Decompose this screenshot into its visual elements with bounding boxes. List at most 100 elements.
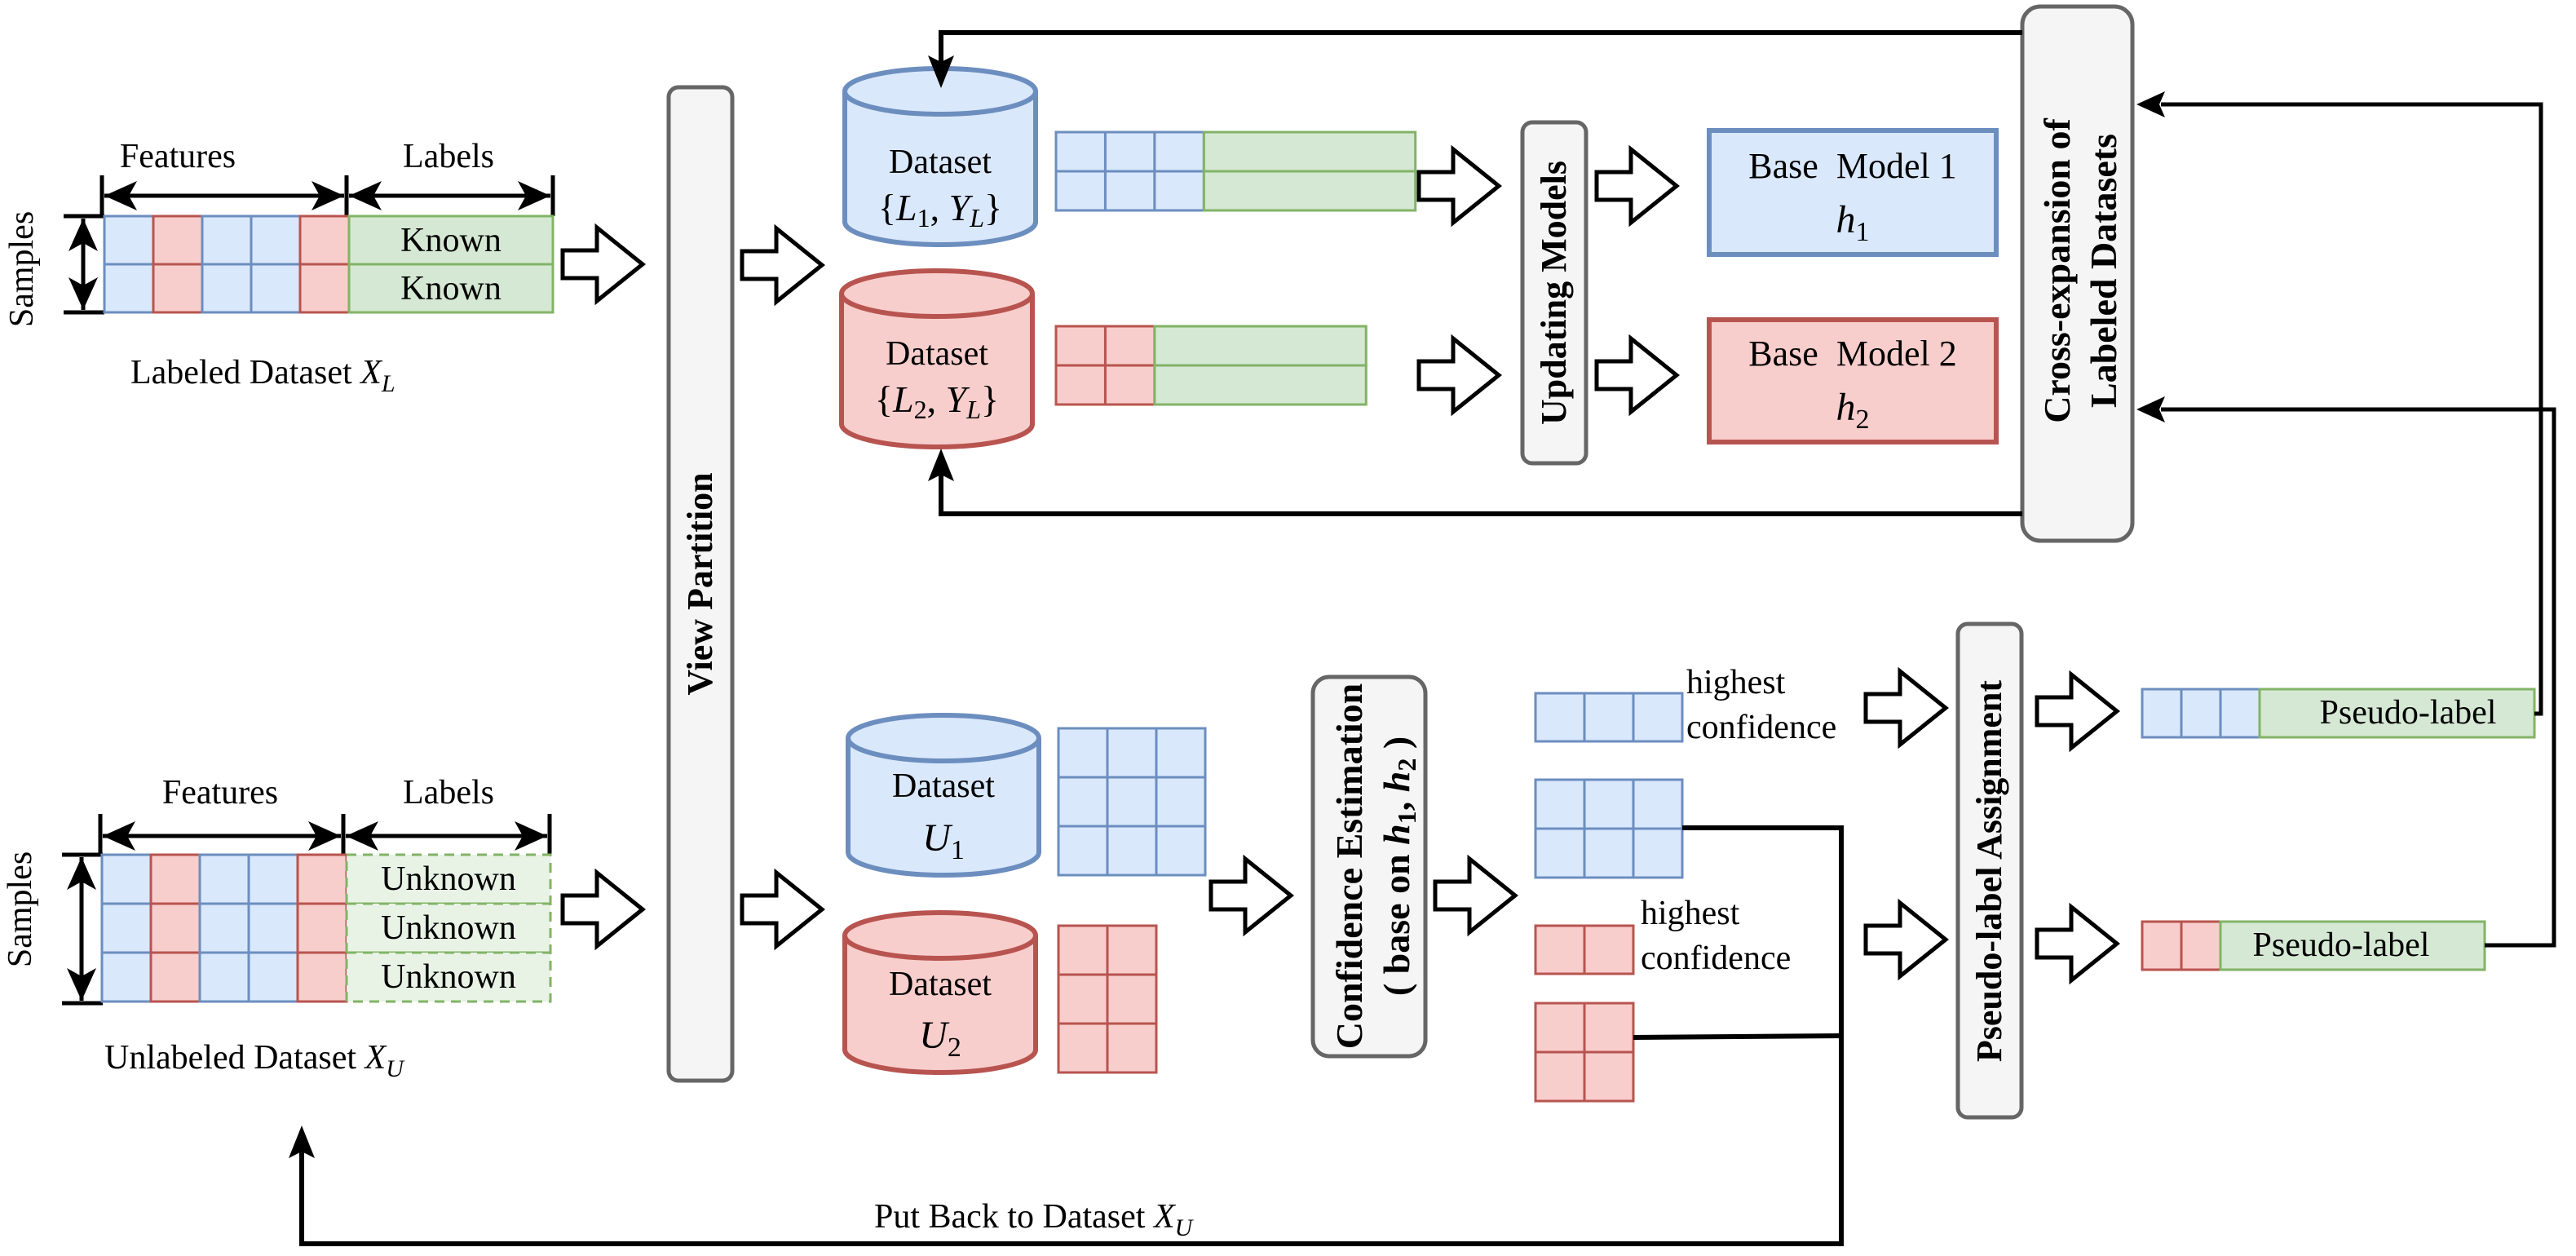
rest-red-cell: [1534, 1002, 1586, 1054]
l1-feature-cell: [1054, 170, 1107, 212]
l1-feature-cell: [1054, 130, 1107, 173]
feedback-line-to-l2: [939, 473, 2022, 516]
l1-feature-cell: [1103, 170, 1156, 212]
l1-feature-cell: [1153, 170, 1205, 212]
highest-confidence-red-line1: highest: [1641, 895, 1740, 932]
arrow-labeled-to-partition: [560, 223, 646, 306]
u2-cell: [1057, 973, 1109, 1025]
feature-cell-blue: [247, 951, 299, 1003]
feedback-arrowhead-l2: [928, 449, 954, 481]
feature-cell-blue: [250, 214, 302, 266]
feature-cell-blue: [250, 263, 302, 314]
highest-confidence-blue-line1: highest: [1686, 664, 1786, 701]
put-back-line: [299, 825, 1844, 1246]
dataset-l1-cylinder: Dataset {L1, YL}: [842, 66, 1038, 247]
l2-data-table: [1054, 325, 1368, 406]
feature-cell-red: [149, 951, 201, 1003]
put-back-label: Put Back to Dataset XU: [874, 1198, 1195, 1241]
u1-data-table: [1057, 727, 1207, 877]
pseudo-label-red-text: Pseudo-label: [2253, 927, 2430, 964]
l2-feature-cell: [1054, 364, 1107, 406]
pseudo-label-assignment-label: Pseudo-label Assignment: [1969, 680, 2009, 1063]
label-cell-text: Known: [400, 270, 502, 307]
highest-confidence-red-line2: confidence: [1641, 940, 1791, 977]
dataset-l1-math: {L1, YL}: [878, 187, 1002, 232]
base-model-2-var: h2: [1836, 386, 1870, 435]
u1-cell: [1155, 825, 1207, 877]
updating-models-panel: Updating Models: [1520, 120, 1588, 466]
highest-confidence-blue-line2: confidence: [1686, 709, 1836, 746]
base-model-1-title: Base Model 1: [1748, 146, 1956, 186]
feature-cell-red: [149, 853, 201, 905]
feature-cell-blue: [201, 263, 253, 314]
u1-cell: [1057, 825, 1109, 877]
pseudo-label-rows: [2141, 688, 2536, 971]
cross-expansion-panel: Cross-expansion of Labeled Datasets: [2020, 4, 2135, 543]
arrow-assignment-to-blue: [2035, 670, 2120, 753]
rest-blue-cell: [1583, 827, 1635, 879]
rest-blue-cell: [1534, 778, 1586, 830]
u2-cell: [1057, 924, 1109, 976]
feature-cell-blue: [103, 214, 155, 266]
labels-label: Labels: [403, 138, 494, 175]
arrow-blue-to-assignment: [1863, 666, 1949, 750]
feature-cell-red: [152, 263, 204, 314]
feedback-line-to-l1: [939, 30, 2022, 64]
feature-cell-red: [296, 853, 348, 905]
feature-cell-blue: [100, 902, 152, 954]
feature-cell-blue: [198, 853, 250, 905]
pseudo-label-cell-red: [2219, 920, 2486, 971]
pseudo-blue-feature-cell: [2180, 688, 2222, 739]
feature-cell-blue: [198, 951, 250, 1003]
unlabeled-dataset: Features Labels Samples UnknownUnknownUn…: [2, 774, 552, 1082]
feature-cell-blue: [247, 853, 299, 905]
dataset-u2-var: U2: [919, 1014, 961, 1063]
cross-expansion-box: [2020, 4, 2135, 543]
rest-red-cell: [1534, 1050, 1586, 1103]
confidence-estimation-panel: Confidence Estimation ( base on h1, h2 ): [1310, 674, 1428, 1059]
pseudo-red-feature-cell: [2141, 920, 2183, 971]
labeled-feature-grid: [103, 214, 351, 314]
cross-expansion-line1: Cross-expansion of: [2036, 118, 2078, 423]
l2-feature-cell: [1054, 325, 1107, 367]
feature-cell-blue: [198, 902, 250, 954]
dataset-u1-var: U1: [922, 816, 965, 865]
pseudo-label-assignment-box: [1955, 621, 2024, 1120]
samples-label: Samples: [2, 851, 39, 967]
arrow-u-to-confidence: [1208, 854, 1294, 937]
dataset-u2-cylinder: Dataset U2: [842, 910, 1038, 1075]
unknown-label-text: Unknown: [381, 909, 516, 947]
u1-cell: [1155, 727, 1207, 779]
cross-expansion-bottom-arrowhead: [2136, 396, 2165, 422]
confidence-estimation-box: [1310, 674, 1428, 1059]
rest-blue-cell: [1583, 778, 1635, 830]
pseudo-red-feedback-line: [2161, 407, 2556, 948]
unknown-label-cell: [345, 902, 552, 954]
confidence-output-tables: [1534, 692, 1684, 1103]
high-conf-red-cell: [1583, 924, 1635, 975]
put-back-arrowhead: [289, 1126, 315, 1158]
u1-cell: [1057, 727, 1109, 779]
unlabeled-feature-grid: [100, 853, 348, 1003]
feature-cell-blue: [100, 951, 152, 1003]
u2-data-table: [1057, 924, 1158, 1074]
dataset-u2-title: Dataset: [889, 966, 992, 1003]
feature-cell-red: [296, 902, 348, 954]
feature-cell-blue: [103, 263, 155, 314]
feature-cell-blue: [247, 902, 299, 954]
rest-blue-cell: [1534, 827, 1586, 879]
features-label: Features: [162, 774, 278, 812]
feature-cell-red: [298, 263, 351, 314]
dataset-l2-math: {L2, YL}: [875, 378, 999, 424]
pseudo-label-blue-text: Pseudo-label: [2320, 694, 2497, 732]
pseudo-label-assignment-panel: Pseudo-label Assignment: [1955, 621, 2024, 1120]
labels-label: Labels: [403, 774, 494, 812]
high-conf-blue-cell: [1534, 692, 1586, 743]
dataset-l1-title: Dataset: [889, 144, 992, 181]
feature-cell-red: [149, 902, 201, 954]
l2-feature-cell: [1103, 325, 1156, 367]
rest-red-cell: [1583, 1002, 1635, 1054]
u2-cell: [1057, 1022, 1109, 1074]
u1-cell: [1057, 776, 1109, 828]
